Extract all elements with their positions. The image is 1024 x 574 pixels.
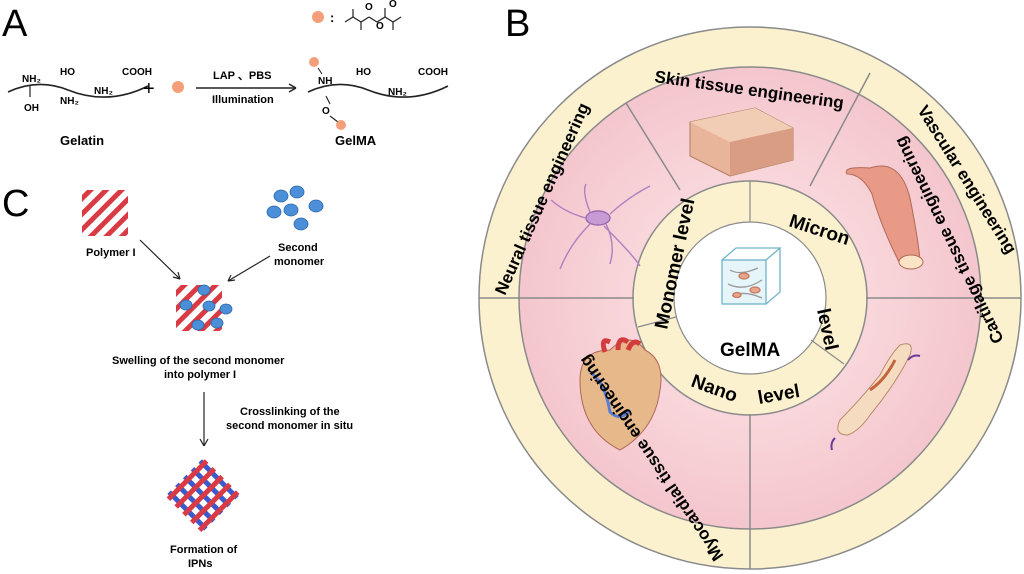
methacrylic-anhydride-structure — [344, 8, 402, 30]
panel-c-letter: C — [2, 183, 29, 225]
formation-label-line-1: Formation of — [170, 544, 238, 556]
panel-a: A : O O O NH₂ OH HO NH₂ NH₂ — [2, 0, 449, 148]
gelma-backbone — [307, 83, 449, 98]
cartilage-icon — [830, 343, 921, 451]
swelling-label-line-1: Swelling of the second monomer — [112, 355, 285, 367]
anhydride-o3: O — [389, 0, 397, 10]
gelatin-structure: NH₂ OH HO NH₂ NH₂ COOH Gelatin — [7, 67, 152, 148]
monomer-label-line-1: Second — [278, 242, 318, 254]
gelma-structure: NH O HO NH₂ COOH GelMA — [307, 57, 449, 148]
legend-separator: : — [330, 10, 334, 25]
plus-sign: + — [143, 78, 155, 100]
gelatin-oh: OH — [24, 103, 39, 114]
second-monomer-icon — [266, 185, 324, 231]
ipn-network-icon — [166, 459, 240, 533]
gelma-nh: NH — [318, 76, 332, 87]
gelatin-nh2-2: NH₂ — [60, 96, 79, 107]
monomer-label-line-2: monomer — [274, 256, 325, 268]
gelatin-nh2-1: NH₂ — [22, 74, 41, 85]
gelma-dot-1-icon — [309, 57, 319, 67]
panel-b-letter: B — [505, 3, 530, 45]
gelma-dot-2-icon — [336, 120, 346, 130]
gelma-label: GelMA — [335, 133, 377, 148]
gelatin-backbone — [7, 83, 149, 98]
polymer-i-label: Polymer I — [86, 247, 136, 259]
swelling-label-line-2: into polymer I — [164, 369, 236, 381]
crosslink-label-line-1: Crosslinking of the — [240, 406, 340, 418]
anhydride-o1: O — [365, 2, 373, 13]
panel-a-letter: A — [2, 3, 28, 45]
inner-dividers — [637, 181, 845, 365]
methacrylate-reactant-dot-icon — [172, 81, 184, 93]
reagent-legend: : O O O — [312, 0, 402, 32]
condition-label: Illumination — [212, 94, 274, 106]
gelma-cooh: COOH — [418, 67, 448, 78]
gelatin-ho: HO — [60, 67, 75, 78]
gelma-ho: HO — [356, 67, 371, 78]
anhydride-o2: O — [376, 21, 384, 32]
panel-b: B — [478, 3, 1022, 570]
vascular-tissue-icon — [845, 165, 924, 270]
reaction-arrow: LAP 、PBS Illumination — [196, 70, 297, 106]
formation-label-line-2: IPNs — [188, 558, 212, 570]
gelma-o: O — [322, 106, 330, 117]
gelma-hydrogel-cube-icon — [721, 247, 782, 305]
polymer-i-icon — [82, 190, 128, 236]
gelatin-label: Gelatin — [60, 133, 104, 148]
gelma-nh2: NH₂ — [388, 87, 407, 98]
panel-c: C Polymer I Second — [2, 183, 353, 570]
neural-cell-icon — [550, 183, 651, 270]
arrow-head-icon — [288, 83, 297, 93]
reagents-label: LAP 、PBS — [213, 70, 271, 82]
center-gelma-label: GelMA — [720, 340, 780, 361]
swelling-stage-icon — [176, 284, 233, 331]
skin-tissue-icon — [689, 107, 794, 177]
converging-arrows — [139, 239, 271, 282]
crosslink-arrow — [199, 392, 209, 447]
methacrylate-dot-icon — [312, 11, 324, 23]
outer-dividers — [479, 72, 1021, 569]
gelatin-nh2-3: NH₂ — [94, 86, 113, 97]
heart-icon — [579, 337, 662, 451]
gelatin-cooh: COOH — [122, 67, 152, 78]
crosslink-label-line-2: second monomer in situ — [226, 420, 353, 432]
